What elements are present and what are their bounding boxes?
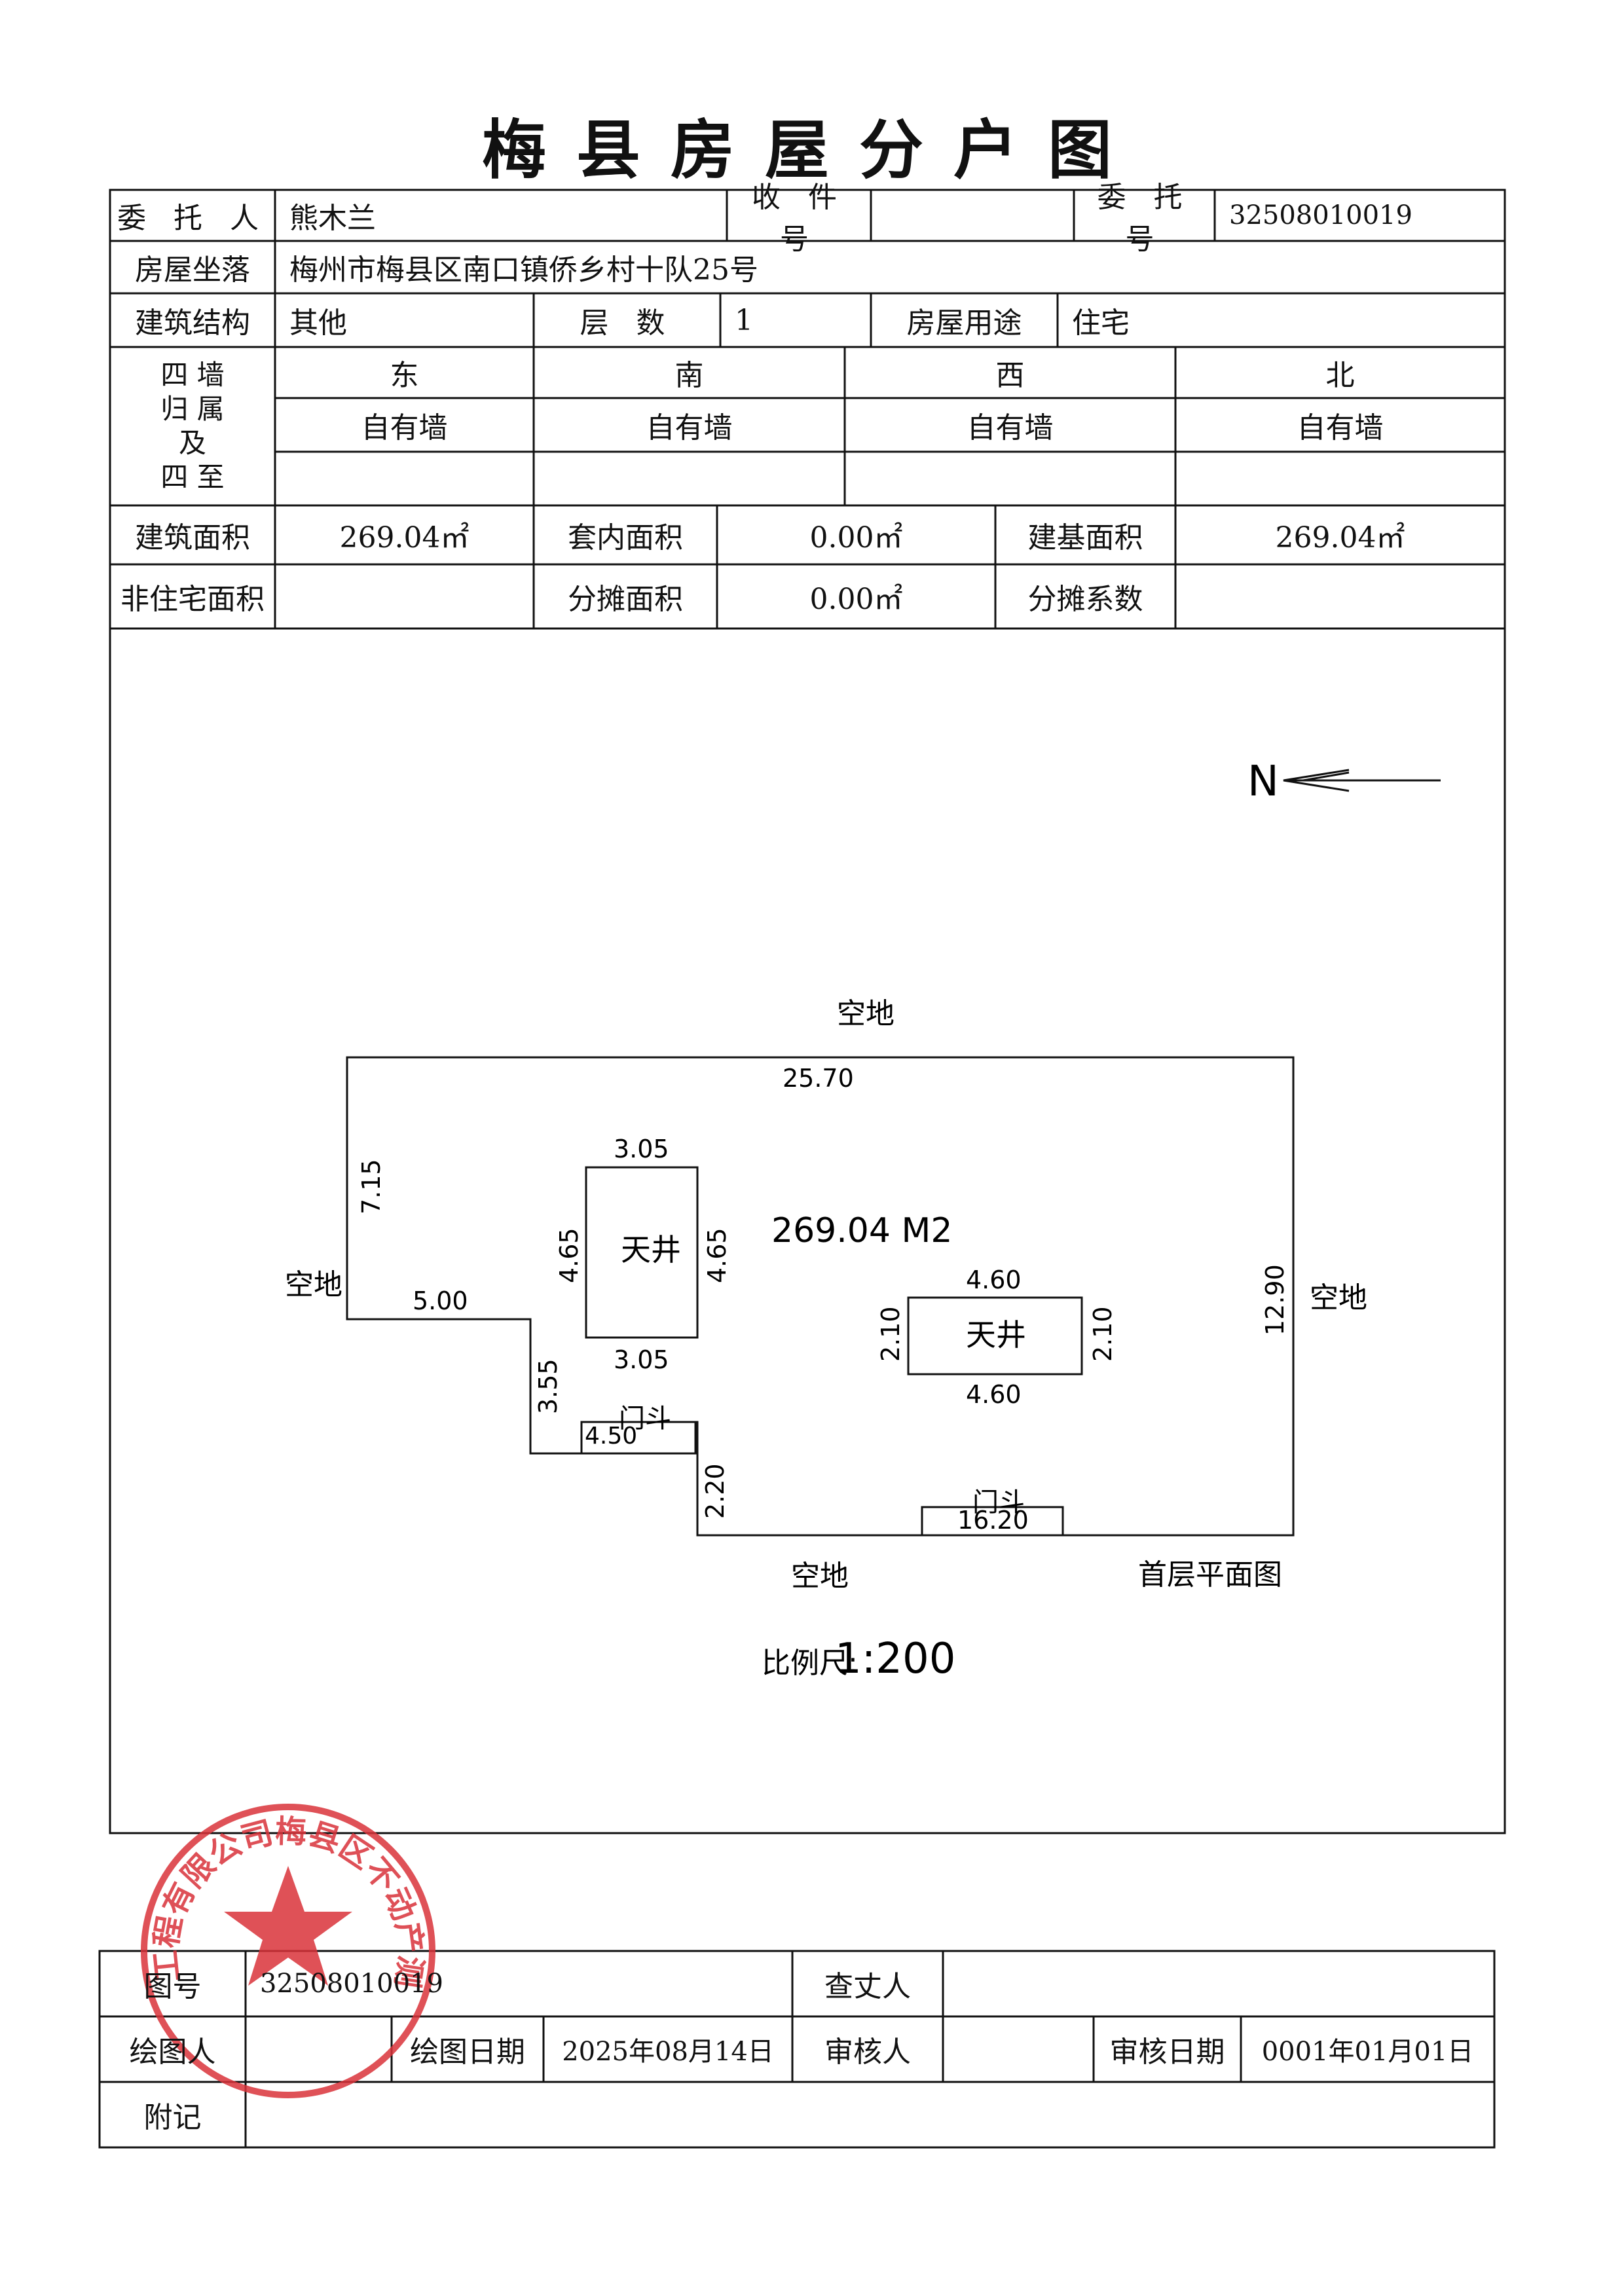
dim-c1-right: 4.65	[703, 1228, 731, 1283]
dim-porch-side: 2.20	[701, 1463, 729, 1519]
bottom-open-space-label: 空地	[791, 1559, 849, 1593]
review-date-label: 审核日期	[1109, 2035, 1225, 2069]
porch-bottom	[921, 1506, 1064, 1537]
shared-area-label: 分摊面积	[568, 583, 683, 616]
floors-label: 层 数	[580, 306, 674, 340]
walls-side-line-4: 四 至	[160, 461, 225, 493]
left-open-space-label: 空地	[285, 1268, 342, 1302]
building-area-value: 269.04㎡	[339, 521, 470, 555]
surveyor-label: 查丈人	[824, 1970, 911, 2003]
drafter-label: 绘图人	[129, 2035, 216, 2069]
nonres-area-label: 非住宅面积	[120, 583, 265, 616]
top-open-space-label: 空地	[837, 997, 895, 1030]
dim-c2-top: 4.60	[966, 1266, 1022, 1294]
entrust-value: 32508010019	[1229, 200, 1412, 230]
dim-left-upper: 7.15	[357, 1159, 386, 1214]
dim-c1-bottom: 3.05	[614, 1345, 669, 1374]
base-area-value: 269.04㎡	[1275, 521, 1405, 555]
note-value	[246, 2082, 1494, 2147]
note-label: 附记	[143, 2101, 202, 2134]
drafter-value	[246, 2016, 392, 2082]
usage-label: 房屋用途	[906, 306, 1022, 340]
building-outline	[346, 1056, 1295, 1537]
draw-date-value: 2025年08月14日	[562, 2037, 774, 2067]
right-open-space-label: 空地	[1310, 1281, 1367, 1315]
dim-c1-left: 4.65	[555, 1228, 583, 1283]
structure-label: 建筑结构	[135, 306, 250, 340]
reviewer-value	[943, 2016, 1094, 2082]
location-label: 房屋坐落	[135, 253, 250, 287]
dim-c1-top: 3.05	[614, 1135, 669, 1163]
door-1-label: 门斗	[619, 1404, 671, 1434]
shared-area-value: 0.00㎡	[809, 583, 903, 616]
porch-left	[580, 1421, 699, 1455]
north-arrow-icon	[1283, 769, 1441, 792]
walls-side-line-1: 四 墙	[160, 359, 225, 391]
dim-c2-left: 2.10	[876, 1306, 905, 1362]
client-label: 委 托 人	[117, 202, 268, 235]
draw-date-label: 绘图日期	[410, 2035, 525, 2069]
walls-side-line-3: 及	[178, 427, 206, 459]
floor-name-label: 首层平面图	[1138, 1558, 1282, 1592]
usage-value: 住宅	[1072, 306, 1130, 340]
direction-north: 北	[1325, 359, 1355, 392]
direction-south: 南	[674, 359, 704, 392]
direction-east: 东	[390, 359, 419, 392]
map-no-value: 32508010019	[260, 1969, 443, 1999]
ownership-west: 自有墙	[967, 411, 1054, 445]
scale-label: 比例尺:	[762, 1647, 858, 1680]
ownership-south: 自有墙	[646, 411, 733, 445]
dim-porch: 4.50	[585, 1423, 637, 1449]
structure-value: 其他	[289, 306, 347, 340]
dim-top: 25.70	[783, 1064, 854, 1093]
base-area-label: 建基面积	[1027, 521, 1143, 555]
map-no-label: 图号	[143, 1970, 202, 2003]
direction-west: 西	[995, 359, 1025, 392]
dim-step-top: 5.00	[413, 1286, 468, 1315]
area-label: 269.04 M2	[771, 1211, 952, 1250]
ownership-north: 自有墙	[1297, 411, 1384, 445]
courtyard-1-label: 天井	[621, 1232, 681, 1267]
dim-c2-bottom: 4.60	[966, 1380, 1022, 1409]
walls-side-line-2: 归 属	[160, 393, 225, 425]
location-value: 梅州市梅县区南口镇侨乡村十队25号	[289, 253, 758, 287]
north-label: N	[1247, 757, 1279, 806]
shared-coef-label: 分摊系数	[1027, 583, 1143, 616]
page-title: 梅县房屋分户图	[481, 113, 1142, 188]
scale-value: 1:200	[835, 1635, 955, 1683]
door-2-label: 门斗	[972, 1487, 1025, 1518]
dim-step-side: 3.55	[534, 1358, 563, 1414]
inner-area-value: 0.00㎡	[809, 521, 903, 555]
dim-bottom: 16.20	[957, 1506, 1029, 1535]
client-value: 熊木兰	[289, 202, 376, 235]
surveyor-value	[943, 1951, 1494, 2016]
ownership-east: 自有墙	[361, 411, 448, 445]
official-seal-icon: 工程有限公司梅县区不动产测绘资料专用章	[134, 1797, 435, 2098]
courtyard-1	[585, 1166, 699, 1339]
building-area-label: 建筑面积	[135, 521, 250, 555]
walls-side-label: 四 墙 归 属 及 四 至	[110, 347, 275, 505]
reviewer-label: 审核人	[824, 2035, 911, 2069]
dim-c2-right: 2.10	[1088, 1306, 1117, 1362]
floors-value: 1	[735, 303, 753, 337]
inner-area-label: 套内面积	[568, 521, 683, 555]
review-date-value: 0001年01月01日	[1261, 2037, 1474, 2067]
courtyard-2	[907, 1296, 1083, 1376]
courtyard-2-label: 天井	[966, 1317, 1026, 1353]
dim-right: 12.90	[1261, 1264, 1289, 1336]
